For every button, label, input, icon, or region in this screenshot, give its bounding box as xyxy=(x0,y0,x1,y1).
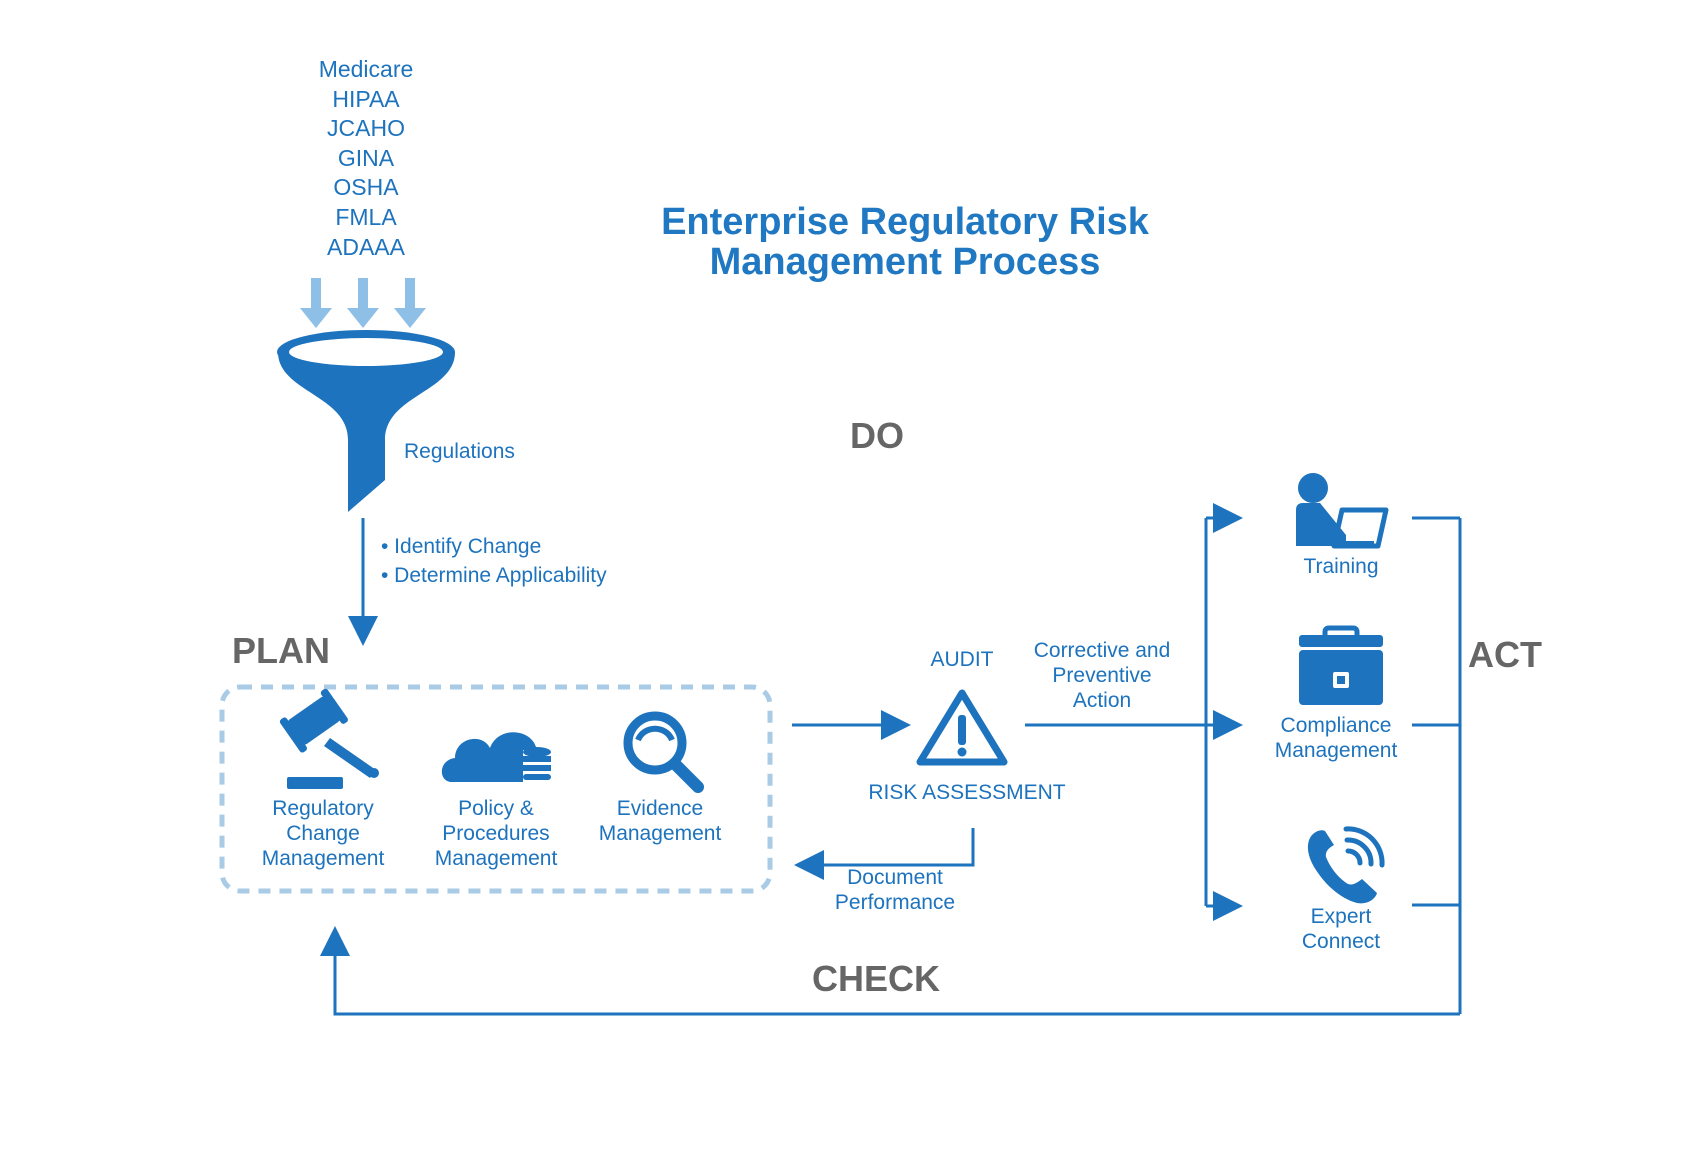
audit-label: AUDIT xyxy=(930,648,994,671)
plan-item-label-evidence: Evidence Management xyxy=(570,797,750,847)
regulation-source: HIPAA xyxy=(332,85,400,112)
title-line-1: Enterprise Regulatory Risk xyxy=(661,201,1149,243)
change-step: • Identify Change xyxy=(381,535,542,558)
regulation-source: ADAAA xyxy=(327,233,405,260)
warning-icon xyxy=(916,689,1008,766)
label-line: Document xyxy=(847,866,943,889)
cloud-database-icon xyxy=(441,732,552,782)
regulation-source-list: Medicare HIPAA JCAHO GINA OSHA FMLA ADAA… xyxy=(266,55,466,262)
label-line: Training xyxy=(1303,555,1379,578)
phase-act: ACT xyxy=(1468,634,1542,675)
act-item-label-compliance: Compliance Management xyxy=(1256,714,1416,764)
briefcase-icon xyxy=(1299,625,1383,705)
title-line-2: Management Process xyxy=(709,241,1101,283)
arrow-check-return xyxy=(320,926,1460,1016)
input-arrows xyxy=(300,278,426,328)
corrective-action-label: Corrective and Preventive Action xyxy=(1022,639,1182,713)
gavel-icon xyxy=(279,688,379,789)
input-arrow-1 xyxy=(300,278,332,328)
label-line: Change xyxy=(286,821,360,845)
change-steps: • Identify Change • Determine Applicabil… xyxy=(381,532,607,590)
label-line: Management xyxy=(1274,738,1398,762)
plan-dashed-box xyxy=(219,684,773,894)
label-line: Procedures xyxy=(442,821,550,845)
regulation-source: Medicare xyxy=(318,56,414,82)
phase-plan: PLAN xyxy=(232,630,330,671)
document-performance-label: Document Performance xyxy=(820,866,970,916)
label-line: Expert xyxy=(1310,905,1372,928)
label-line: Management xyxy=(261,846,385,870)
label-line: Action xyxy=(1072,688,1132,712)
act-item-label-expert: Expert Connect xyxy=(1266,905,1416,955)
act-right-bracket xyxy=(1412,516,1462,1014)
arrow-document-performance xyxy=(794,828,975,880)
label-line: Performance xyxy=(834,890,956,914)
person-laptop-icon xyxy=(1296,473,1389,549)
act-item-label-training: Training xyxy=(1266,555,1416,580)
label-line: Corrective and xyxy=(1033,639,1171,662)
phone-icon xyxy=(1307,826,1385,904)
label-line: Policy & xyxy=(458,797,534,820)
change-step: • Determine Applicability xyxy=(381,564,607,587)
input-arrow-3 xyxy=(394,278,426,328)
phase-do: DO xyxy=(850,415,904,456)
plan-item-label-regulatory: Regulatory Change Management xyxy=(233,797,413,871)
funnel-icon xyxy=(277,330,455,512)
regulation-source: GINA xyxy=(337,144,395,171)
risk-assessment-label: RISK ASSESSMENT xyxy=(868,781,1066,804)
plan-item-label-policy: Policy & Procedures Management xyxy=(406,797,586,871)
magnifier-icon xyxy=(623,711,704,793)
regulation-source: FMLA xyxy=(335,203,397,230)
input-arrow-2 xyxy=(347,278,379,328)
label-line: Preventive xyxy=(1052,663,1152,687)
label-line: Connect xyxy=(1301,929,1381,953)
phase-check: CHECK xyxy=(812,958,941,999)
label-line: Management xyxy=(434,846,558,870)
act-left-bracket xyxy=(1204,503,1243,921)
regulation-source: OSHA xyxy=(333,174,399,201)
funnel-label: Regulations xyxy=(404,440,515,463)
label-line: Evidence xyxy=(616,797,704,820)
label-line: Regulatory xyxy=(272,797,374,820)
label-line: Management xyxy=(598,821,722,845)
diagram-title: Enterprise Regulatory Risk Management Pr… xyxy=(580,202,1230,282)
label-line: Compliance xyxy=(1280,714,1392,737)
regulation-source: JCAHO xyxy=(327,115,405,142)
